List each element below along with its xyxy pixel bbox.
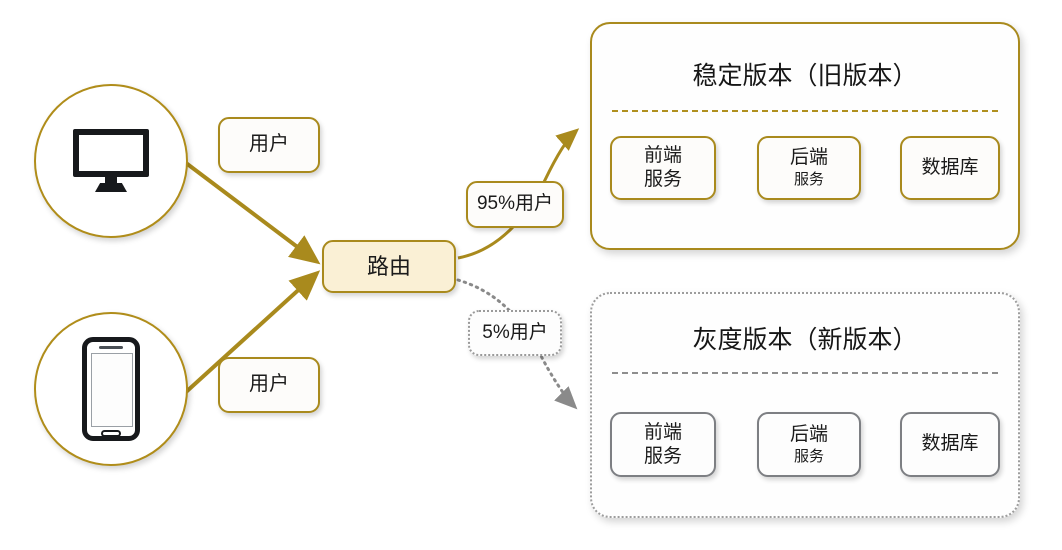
edge-mobile-to-router: [184, 270, 321, 394]
service-canary-database-line1: 数据库: [921, 433, 979, 455]
service-canary-backend-line1: 后端: [789, 423, 828, 445]
service-stable-database[interactable]: 数据库: [900, 136, 1000, 200]
service-stable-backend-line2: 服务: [793, 171, 824, 189]
edge-desktop-to-router: [184, 161, 321, 265]
client-label-desktop-text: 用户: [249, 133, 289, 156]
service-stable-frontend-line2: 服务: [643, 169, 682, 190]
service-canary-frontend[interactable]: 前端 服务: [610, 412, 716, 477]
client-label-mobile-text: 用户: [249, 373, 289, 396]
service-canary-backend[interactable]: 后端 服务: [757, 412, 861, 477]
service-canary-frontend-line2: 服务: [643, 445, 682, 467]
service-canary-frontend-line1: 前端: [643, 421, 682, 443]
service-stable-backend[interactable]: 后端 服务: [757, 136, 861, 200]
split-label-canary: 5%用户: [468, 310, 562, 356]
service-canary-database[interactable]: 数据库: [900, 412, 1000, 477]
panel-canary-title: 灰度版本（新版本）: [692, 326, 918, 354]
service-stable-database-line1: 数据库: [921, 156, 979, 178]
router-label: 路由: [366, 253, 411, 279]
client-label-desktop: 用户: [218, 117, 320, 173]
panel-canary-version: 灰度版本（新版本）: [590, 292, 1020, 518]
service-canary-backend-line2: 服务: [793, 447, 824, 465]
client-desktop-circle[interactable]: [34, 84, 188, 238]
service-stable-frontend[interactable]: 前端 服务: [610, 136, 716, 200]
router-node[interactable]: 路由: [322, 240, 456, 293]
service-stable-backend-line1: 后端: [789, 147, 828, 169]
panel-canary-divider: [612, 372, 998, 374]
split-label-stable-text: 95%用户: [476, 193, 554, 215]
panel-stable-divider: [612, 110, 998, 112]
split-label-stable: 95%用户: [466, 181, 564, 228]
client-mobile-circle[interactable]: [34, 312, 188, 466]
desktop-monitor-icon: [73, 129, 149, 193]
client-label-mobile: 用户: [218, 357, 320, 413]
panel-stable-title: 稳定版本（旧版本）: [692, 62, 918, 90]
smartphone-icon: [82, 337, 140, 441]
service-stable-frontend-line1: 前端: [643, 145, 682, 167]
split-label-canary-text: 5%用户: [482, 321, 548, 343]
